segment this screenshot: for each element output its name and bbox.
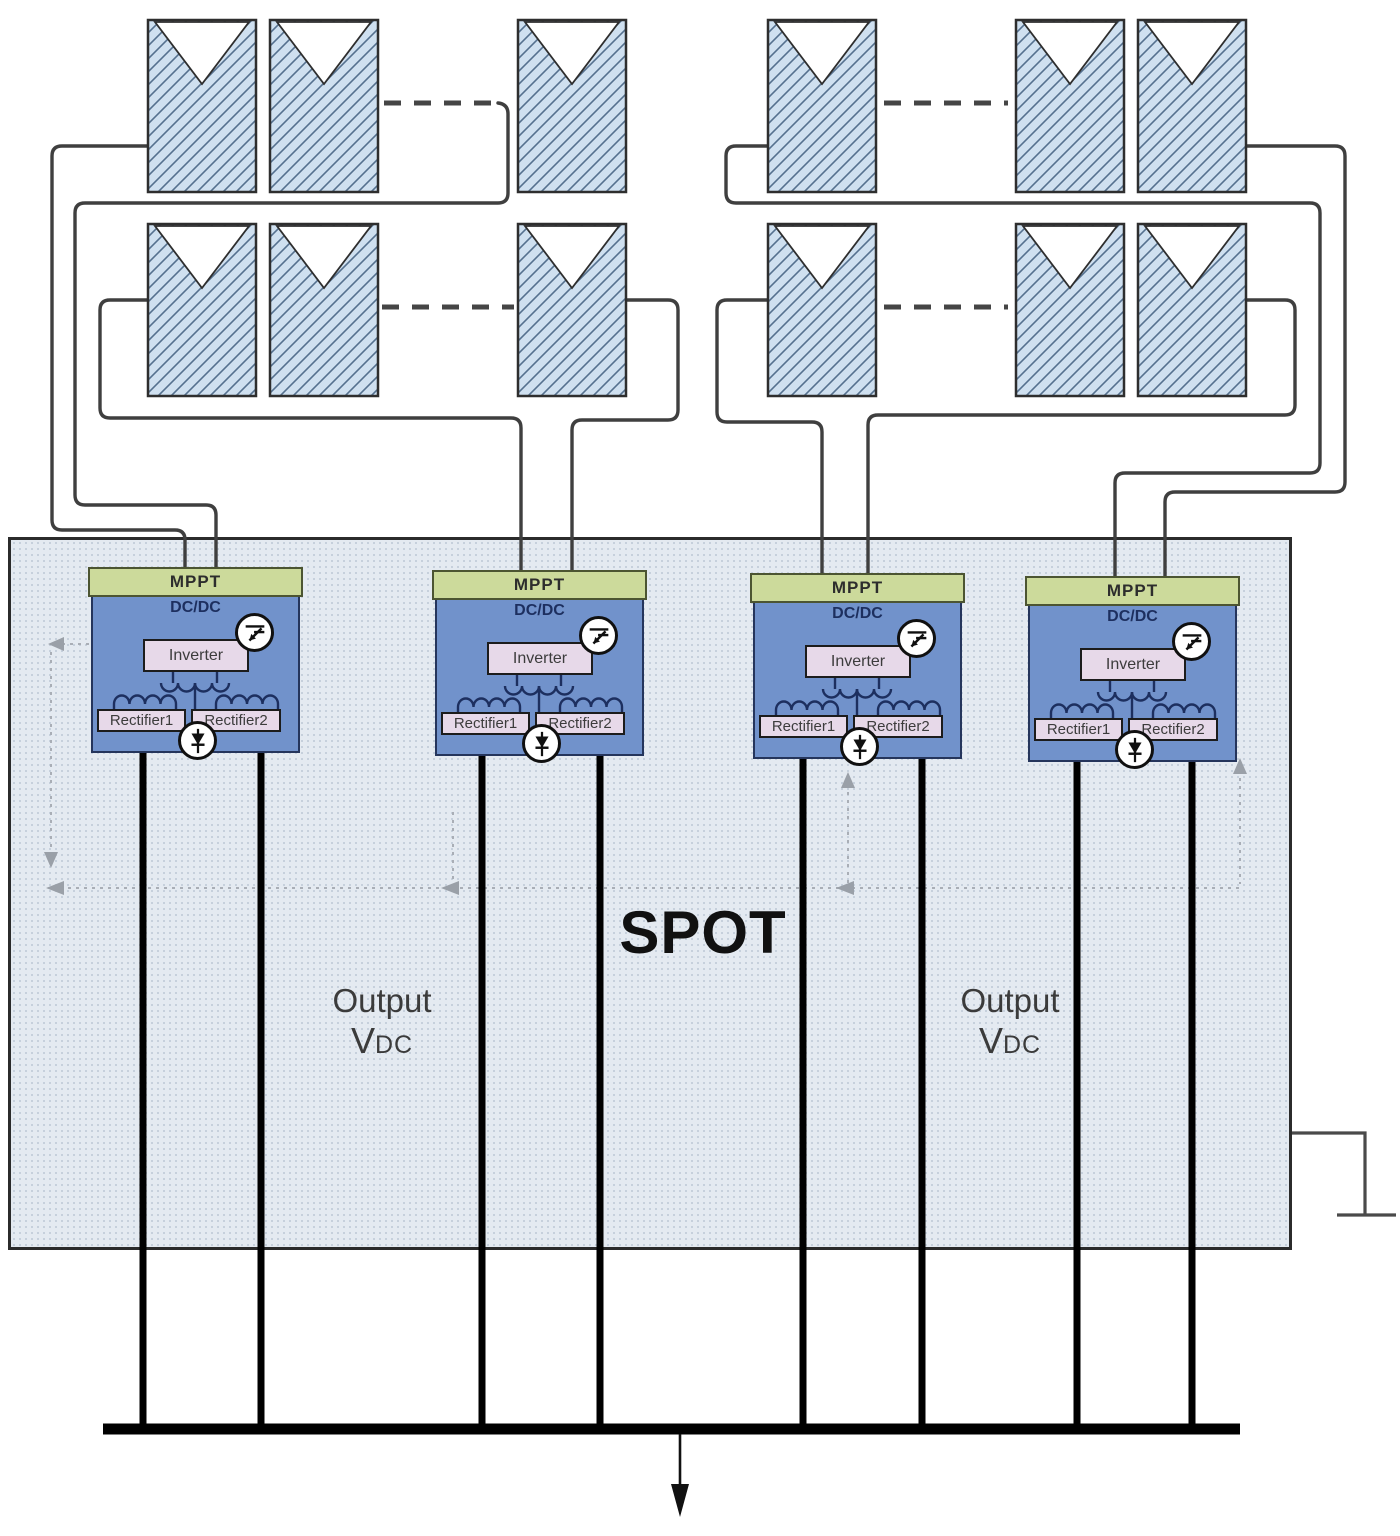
dcdc-converter-body: DC/DC Inverter bbox=[1028, 606, 1237, 769]
output-word: Output bbox=[332, 982, 432, 1019]
rectifier2-box: Rectifier2 bbox=[1128, 718, 1218, 741]
spot-title: SPOT bbox=[619, 899, 787, 966]
vdc-subscript: DC bbox=[374, 1031, 414, 1059]
dcdc-converter-body: DC/DC Inverter bbox=[753, 603, 962, 766]
vdc-subscript: DC bbox=[1002, 1031, 1042, 1059]
rectifier2-box: Rectifier2 bbox=[535, 712, 625, 735]
diode-icon bbox=[178, 721, 217, 760]
dcdc-converter-body: DC/DC Inverter bbox=[435, 600, 644, 763]
dc-output-wires bbox=[139, 748, 1196, 1429]
pv-panel bbox=[268, 18, 380, 194]
string-wires bbox=[50, 101, 1347, 584]
spot-converter-unit-2: MPPT DC/DC Inverter bbox=[432, 570, 647, 763]
inverter-box: Inverter bbox=[143, 639, 249, 672]
pv-panel bbox=[146, 222, 258, 398]
output-word: Output bbox=[960, 982, 1060, 1019]
rectifier2-box: Rectifier2 bbox=[853, 715, 943, 738]
rectifier1-box: Rectifier1 bbox=[97, 709, 186, 732]
rectifier2-box: Rectifier2 bbox=[191, 709, 281, 732]
comm-arrowheads bbox=[44, 637, 1247, 895]
switch-icon bbox=[579, 616, 618, 655]
diode-icon bbox=[840, 727, 879, 766]
pv-panel bbox=[1136, 222, 1248, 398]
vdc-symbol: V bbox=[978, 1020, 1003, 1061]
pv-panel bbox=[1014, 18, 1126, 194]
output-vdc-label-right: Output VDC bbox=[930, 982, 1090, 1062]
output-vdc-label-left: Output VDC bbox=[302, 982, 462, 1062]
inverter-box: Inverter bbox=[487, 642, 593, 675]
down-arrow-icon bbox=[671, 1434, 689, 1517]
dcdc-label: DC/DC bbox=[514, 602, 565, 619]
diode-icon bbox=[522, 724, 561, 763]
rectifier1-box: Rectifier1 bbox=[759, 715, 848, 738]
comm-signal-lines bbox=[50, 643, 1241, 889]
pv-panel bbox=[516, 18, 628, 194]
pv-panel bbox=[516, 222, 628, 398]
spot-converter-unit-4: MPPT DC/DC Inverter bbox=[1025, 576, 1240, 769]
dcdc-label: DC/DC bbox=[170, 599, 221, 616]
dcdc-label: DC/DC bbox=[1107, 608, 1158, 625]
pv-panel bbox=[766, 222, 878, 398]
ground-icon bbox=[1292, 1131, 1396, 1217]
pv-panel bbox=[146, 18, 258, 194]
pv-panel-array bbox=[146, 18, 1248, 398]
rectifier1-box: Rectifier1 bbox=[1034, 718, 1123, 741]
switch-icon bbox=[235, 613, 274, 652]
pv-panel bbox=[766, 18, 878, 194]
spot-converter-unit-3: MPPT DC/DC Inverter bbox=[750, 573, 965, 766]
mppt-bar: MPPT bbox=[1025, 576, 1240, 606]
rectifier1-box: Rectifier1 bbox=[441, 712, 530, 735]
mppt-bar: MPPT bbox=[88, 567, 303, 597]
switch-icon bbox=[897, 619, 936, 658]
dcdc-label: DC/DC bbox=[832, 605, 883, 622]
string-continuation-dashes bbox=[382, 100, 1008, 310]
inverter-box: Inverter bbox=[1080, 648, 1186, 681]
pv-panel bbox=[268, 222, 380, 398]
mppt-bar: MPPT bbox=[750, 573, 965, 603]
spot-converter-unit-1: MPPT DC/DC Inverter bbox=[88, 567, 303, 760]
pv-panel bbox=[1136, 18, 1248, 194]
vdc-symbol: V bbox=[350, 1020, 375, 1061]
pv-panel bbox=[1014, 222, 1126, 398]
mppt-bar: MPPT bbox=[432, 570, 647, 600]
switch-icon bbox=[1172, 622, 1211, 661]
inverter-box: Inverter bbox=[805, 645, 911, 678]
diode-icon bbox=[1115, 730, 1154, 769]
dcdc-converter-body: DC/DC Inverter bbox=[91, 597, 300, 760]
